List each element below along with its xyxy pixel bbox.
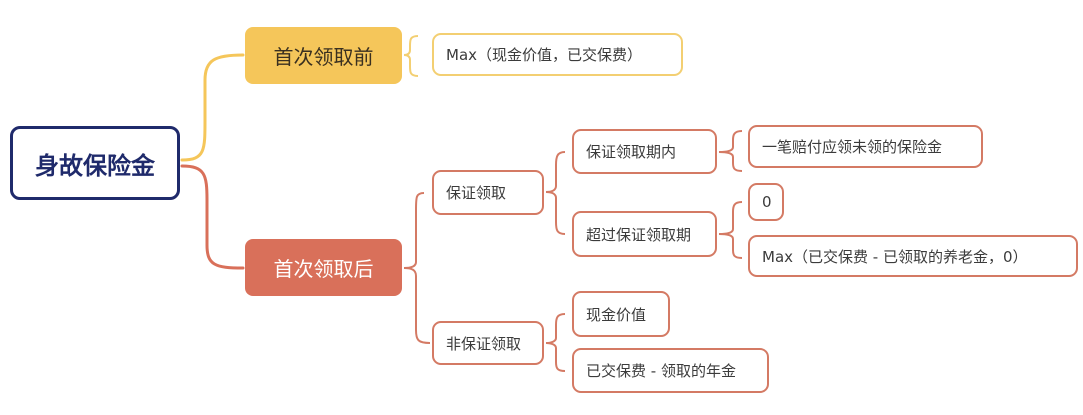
within-period-node[interactable]: 保证领取期内 — [572, 129, 717, 174]
non-guaranteed-claim-node[interactable]: 非保证领取 — [432, 321, 544, 365]
beyond-result-max-node[interactable]: Max（已交保费 - 已领取的养老金，0） — [748, 235, 1078, 277]
connector-root-after — [180, 164, 245, 270]
connector-root-before — [180, 53, 245, 162]
beyond-period-node[interactable]: 超过保证领取期 — [572, 211, 717, 257]
bracket-beyond — [718, 201, 743, 259]
bracket-guaranteed — [545, 151, 566, 235]
after-first-claim-node[interactable]: 首次领取后 — [245, 239, 402, 296]
bracket-within — [718, 130, 743, 172]
beyond-result-zero-node[interactable]: 0 — [748, 183, 784, 221]
before-first-claim-node[interactable]: 首次领取前 — [245, 27, 402, 84]
bracket-non-guaranteed — [545, 313, 566, 372]
guaranteed-claim-node[interactable]: 保证领取 — [432, 170, 544, 215]
bracket-after — [403, 192, 431, 344]
within-period-result-node[interactable]: 一笔赔付应领未领的保险金 — [748, 125, 983, 168]
cash-value-node[interactable]: 现金价值 — [572, 291, 670, 337]
root-node[interactable]: 身故保险金 — [10, 126, 180, 200]
premium-minus-annuity-node[interactable]: 已交保费 - 领取的年金 — [572, 348, 769, 393]
before-result-node[interactable]: Max（现金价值，已交保费） — [432, 33, 683, 76]
bracket-before — [403, 35, 419, 77]
